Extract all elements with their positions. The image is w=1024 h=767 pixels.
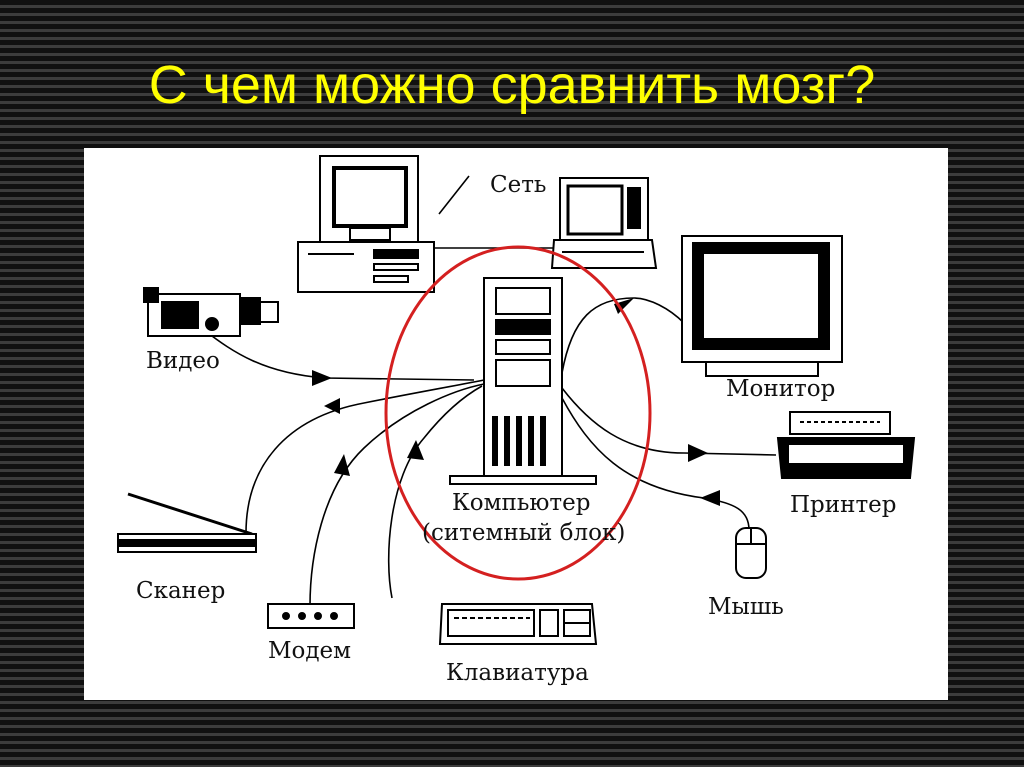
monitor-line: [562, 298, 684, 373]
diagram-panel: Сеть Видео Монитор Компьютер (ситемный б…: [84, 148, 948, 700]
keyboard-icon: [440, 604, 596, 644]
arrow-video: [312, 370, 332, 386]
laptop-icon: [552, 178, 656, 268]
printer-icon: [778, 412, 914, 478]
scanner-line: [246, 380, 484, 533]
network-line: [439, 176, 469, 214]
label-mouse: Мышь: [708, 594, 784, 620]
label-printer: Принтер: [790, 492, 897, 518]
desktop-pc-icon: [298, 156, 434, 292]
arrow-mouse: [700, 490, 720, 506]
label-scanner: Сканер: [136, 578, 225, 604]
mouse-icon: [736, 528, 766, 578]
label-computer: Компьютер: [452, 490, 590, 516]
slide-title: С чем можно сравнить мозг?: [0, 52, 1024, 118]
arrow-printer: [688, 444, 708, 462]
label-system-unit: (ситемный блок): [422, 520, 625, 546]
arrow-keyboard: [407, 440, 424, 460]
modem-icon: [268, 604, 354, 628]
system-unit-icon: [450, 278, 596, 484]
video-line: [204, 330, 474, 380]
label-keyboard: Клавиатура: [446, 660, 589, 686]
label-network: Сеть: [490, 172, 546, 198]
monitor-icon: [682, 236, 842, 376]
label-video: Видео: [146, 348, 220, 374]
label-modem: Модем: [268, 638, 351, 664]
video-camera-icon: [144, 288, 278, 336]
arrow-modem: [334, 454, 350, 476]
scanner-icon: [118, 494, 256, 552]
label-monitor: Монитор: [726, 376, 835, 402]
